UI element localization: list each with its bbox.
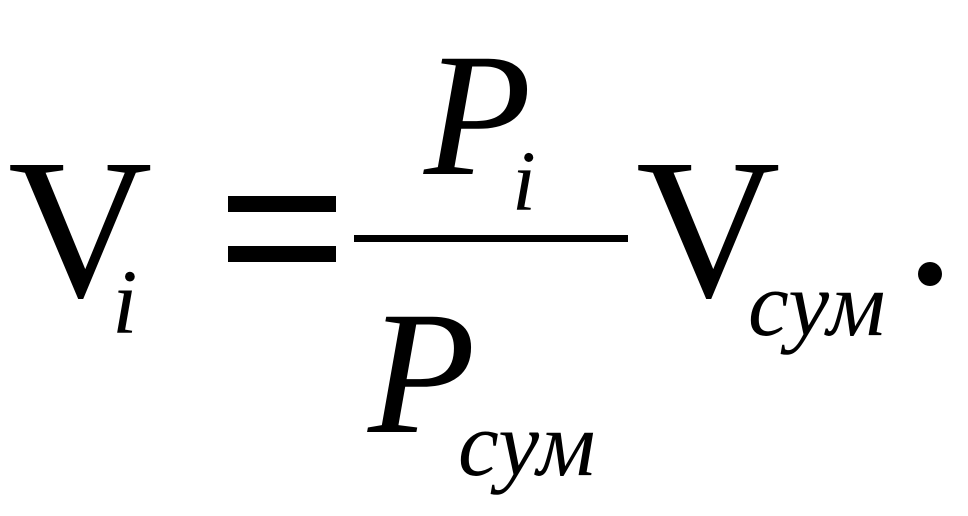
numerator-subscript: i: [512, 133, 536, 229]
numerator-symbol: P: [424, 18, 532, 213]
lhs-subscript: i: [112, 251, 138, 353]
lhs-symbol: V: [8, 119, 153, 340]
equals-sign-bottom: [228, 246, 336, 262]
rhs-symbol: V: [636, 119, 781, 340]
denominator-subscript: сум: [458, 393, 596, 495]
equals-sign-top: [228, 196, 336, 212]
denominator-symbol: P: [368, 276, 476, 471]
fraction-bar: [354, 235, 628, 242]
rhs-subscript: сум: [748, 253, 886, 355]
terminator-dot: [918, 262, 942, 286]
